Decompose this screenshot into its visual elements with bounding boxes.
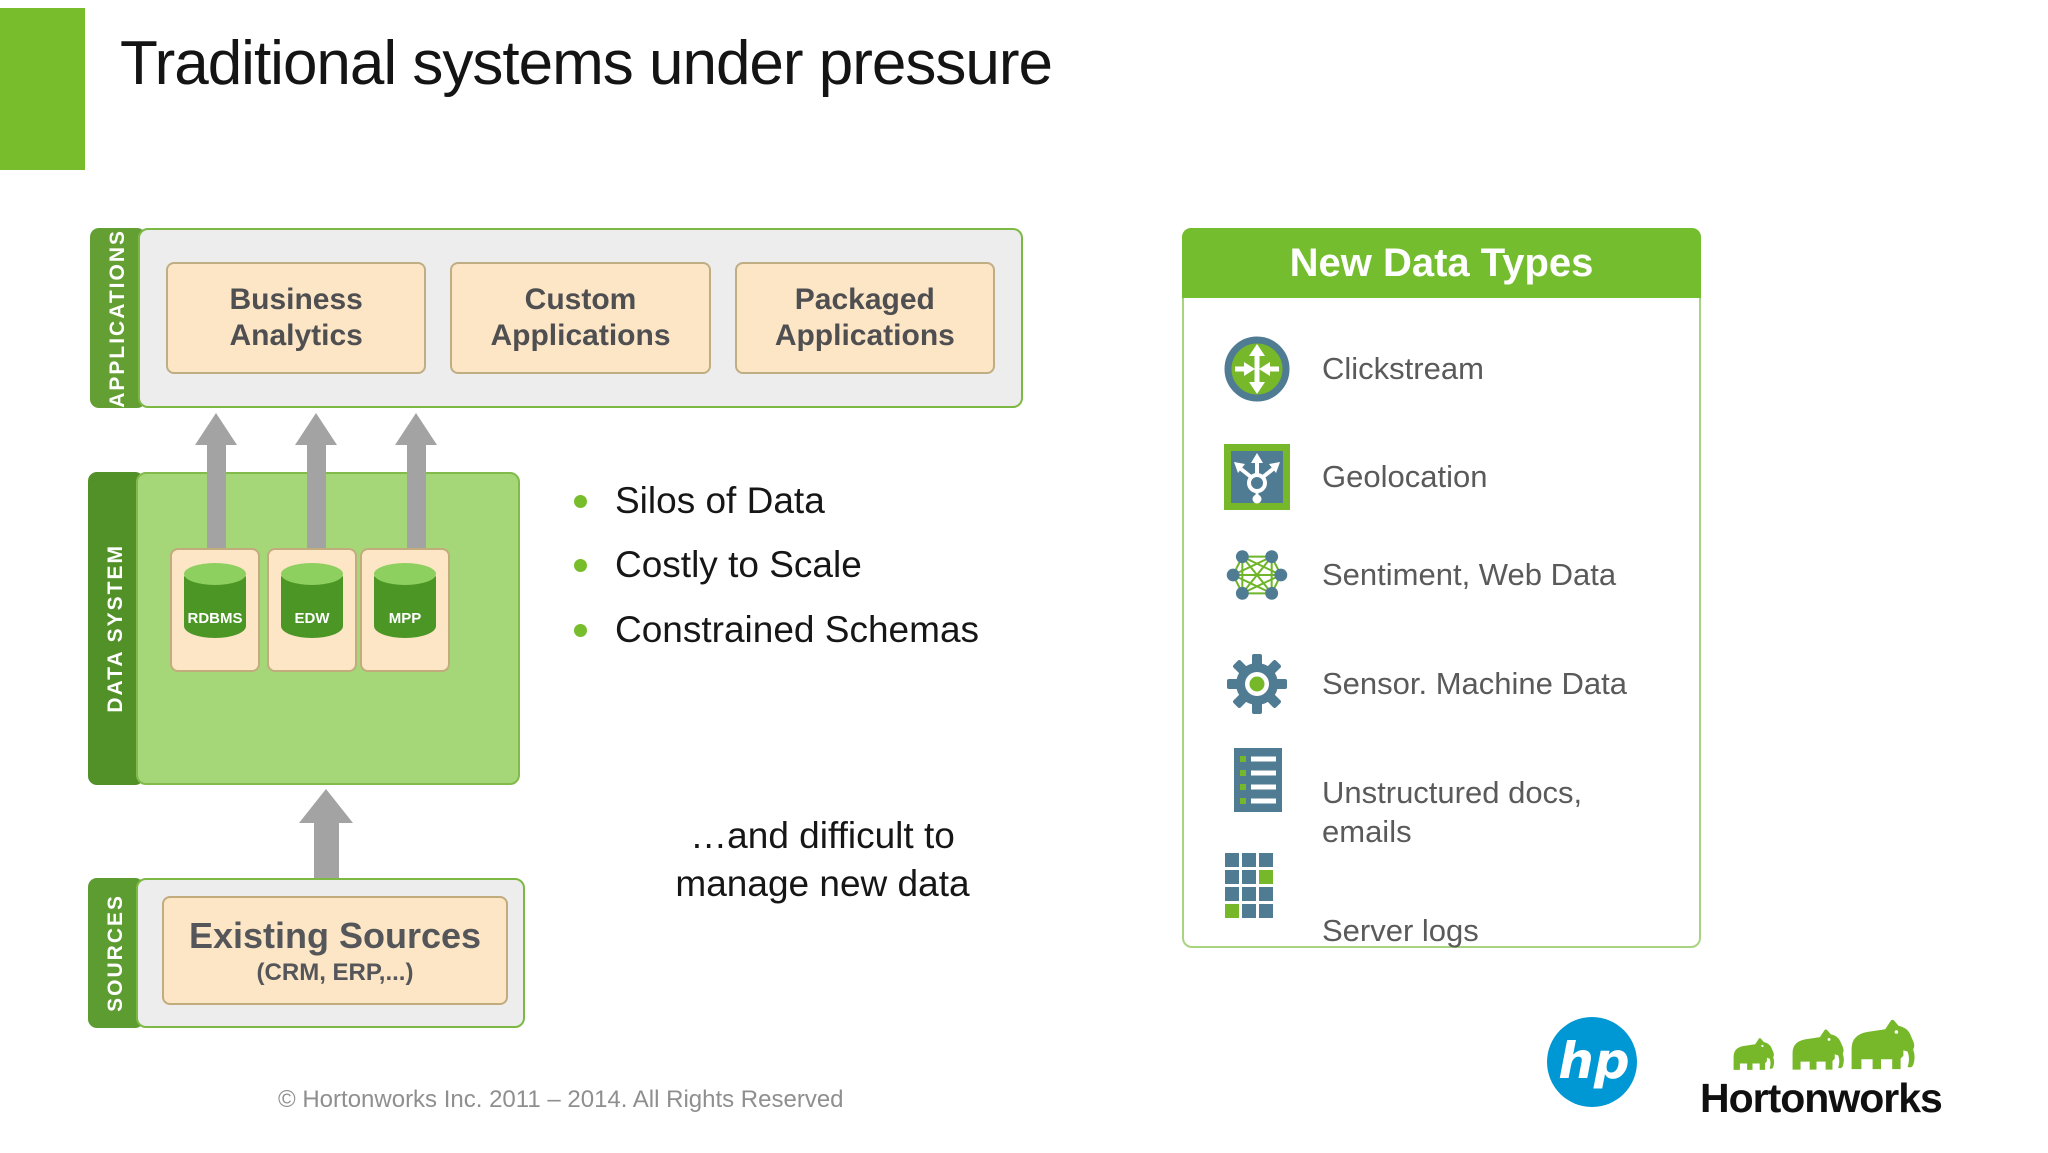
business-analytics-box: Business Analytics — [166, 262, 427, 374]
sources-body: Existing Sources (CRM, ERP,...) — [136, 878, 525, 1028]
unstructured-docs-icon — [1224, 747, 1290, 813]
callout-text: …and difficult to manage new data — [595, 812, 1050, 908]
bullet-icon — [574, 495, 587, 508]
existing-sources-box: Existing Sources (CRM, ERP,...) — [162, 896, 508, 1005]
edw-card: EDW — [267, 548, 357, 672]
copyright-text: © Hortonworks Inc. 2011 – 2014. All Righ… — [278, 1086, 844, 1113]
elephants-icon — [1733, 1019, 1915, 1070]
bullet-text: Silos of Data — [615, 480, 825, 521]
hp-logo: hp — [1546, 1016, 1638, 1108]
server-logs-icon — [1224, 852, 1290, 918]
accent-square — [0, 8, 85, 170]
callout-line-2: manage new data — [675, 863, 970, 905]
hortonworks-logo: Hortonworks — [1700, 1014, 1943, 1122]
geolocation-icon — [1224, 444, 1290, 510]
list-item: Constrained Schemas — [574, 607, 979, 653]
sources-group: SOURCES Existing Sources (CRM, ERP,...) — [88, 878, 525, 1028]
data-system-tab-label: DATA SYSTEM — [104, 544, 127, 713]
data-system-body: RDBMS EDW MPP — [136, 472, 520, 785]
up-arrow — [299, 789, 353, 878]
sources-tab: SOURCES — [88, 878, 144, 1028]
database-cylinder-icon: RDBMS — [184, 563, 246, 638]
bullet-text: Constrained Schemas — [615, 608, 980, 650]
panel-header: New Data Types — [1182, 228, 1701, 298]
up-arrow — [395, 413, 437, 548]
existing-sources-subtitle: (CRM, ERP,...) — [256, 958, 414, 986]
applications-body: Business Analytics Custom Applications P… — [138, 228, 1023, 408]
mpp-label: MPP — [388, 610, 422, 627]
new-data-type-label: Server logs — [1322, 913, 1479, 948]
applications-tab-label: APPLICATIONS — [106, 228, 129, 408]
database-cylinder-icon: EDW — [281, 563, 343, 638]
new-data-types-panel: New Data Types Clickstream — [1182, 228, 1701, 948]
up-arrow — [295, 413, 337, 548]
list-item: Silos of Data — [574, 478, 979, 524]
callout-line-1: …and difficult to — [690, 815, 955, 856]
page-title: Traditional systems under pressure — [120, 29, 1053, 98]
rdbms-card: RDBMS — [170, 548, 260, 672]
clickstream-icon — [1224, 336, 1290, 402]
list-item: Costly to Scale — [574, 542, 979, 588]
mpp-card: MPP — [360, 548, 450, 672]
existing-sources-title: Existing Sources — [188, 914, 482, 956]
up-arrow — [195, 413, 237, 548]
new-data-type-label: Clickstream — [1322, 351, 1484, 386]
sentiment-icon — [1224, 542, 1290, 608]
database-cylinder-icon: MPP — [374, 563, 436, 638]
bullet-text: Costly to Scale — [615, 544, 862, 586]
packaged-applications-box: Packaged Applications — [734, 262, 995, 374]
hp-logo-text: hp — [1558, 1032, 1629, 1090]
bullet-icon — [574, 623, 587, 637]
custom-applications-box: Custom Applications — [450, 262, 711, 374]
business-analytics-label: Business Analytics — [229, 283, 363, 352]
rdbms-label: RDBMS — [187, 610, 243, 627]
bullet-icon — [574, 559, 587, 573]
packaged-applications-label: Packaged Applications — [774, 283, 955, 352]
applications-tab: APPLICATIONS — [90, 228, 146, 408]
new-data-type-label: Sentiment, Web Data — [1322, 557, 1617, 592]
data-system-tab: DATA SYSTEM — [88, 472, 144, 785]
data-system-group: DATA SYSTEM RDBMS EDW MPP — [88, 472, 520, 785]
custom-applications-label: Custom Applications — [490, 283, 671, 352]
new-data-type-label: Sensor. Machine Data — [1322, 666, 1628, 701]
bullet-list: Silos of Data Costly to Scale Constraine… — [574, 478, 979, 653]
sensor-icon — [1224, 651, 1290, 717]
new-data-type-label: Unstructured docs, emails — [1322, 775, 1583, 850]
edw-label: EDW — [294, 610, 330, 627]
applications-group: APPLICATIONS Business Analytics Custom A… — [90, 228, 1023, 408]
hortonworks-logo-text: Hortonworks — [1700, 1075, 1943, 1121]
sources-tab-label: SOURCES — [104, 894, 127, 1012]
new-data-type-label: Geolocation — [1322, 459, 1488, 494]
